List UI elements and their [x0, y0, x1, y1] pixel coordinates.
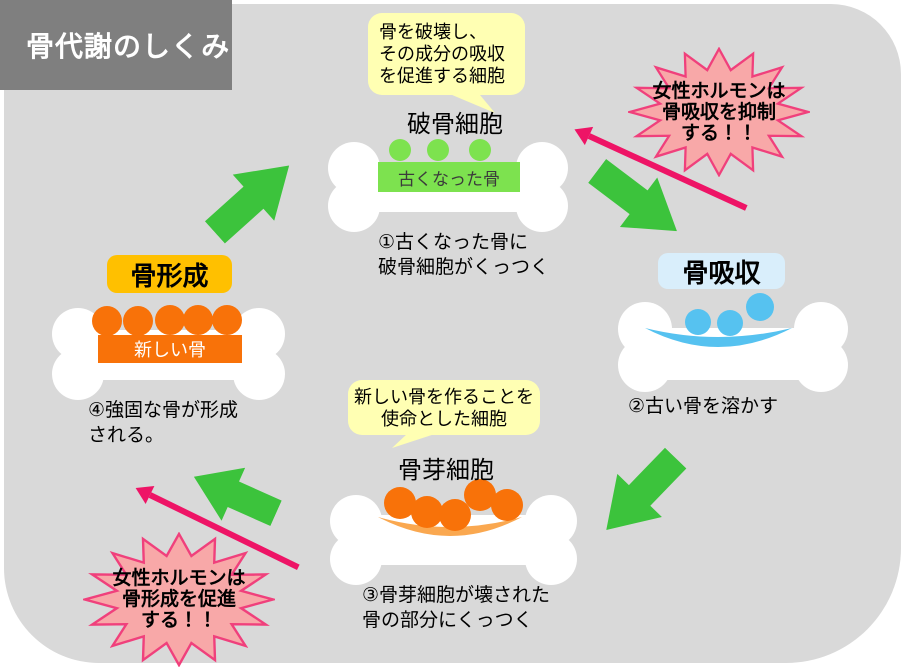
osteoclast-cell: [389, 139, 411, 161]
resorption-cell: [685, 309, 711, 335]
repairing-bone: [330, 479, 577, 585]
osteoblast-cell: [439, 499, 471, 531]
diagram-title-box: 骨代謝のしくみ: [0, 0, 232, 90]
dissolved-area-crescent: [645, 328, 792, 347]
step3-caption: ③骨芽細胞が壊された 骨の部分にくっつく: [362, 583, 550, 633]
caption-line: される。: [88, 425, 165, 446]
callout-line: を促進する細胞: [379, 66, 505, 86]
resorption-cell: [746, 293, 774, 321]
osteoclast-callout: 骨を破壊し、 その成分の吸収 を促進する細胞: [368, 13, 525, 95]
callout-line: 骨を破壊し、: [379, 22, 487, 42]
osteoblast-cell: [92, 306, 122, 336]
starburst-line: 女性ホルモンは: [112, 568, 246, 589]
starburst-line: する！！: [140, 610, 217, 631]
resorption-bone: [618, 293, 848, 392]
caption-line: ④強固な骨が形成: [88, 400, 239, 421]
step4-caption: ④強固な骨が形成 される。: [88, 398, 238, 448]
callout-line: 使命とした細胞: [381, 409, 507, 429]
osteoclast-label: 破骨細胞: [407, 111, 503, 138]
callout-line: その成分の吸収: [379, 44, 505, 64]
caption-line: ①古くなった骨に: [378, 232, 529, 253]
bone-resorption-tag: 骨吸収: [658, 253, 785, 289]
osteoblast-cell: [212, 305, 242, 335]
osteoblast-label: 骨芽細胞: [398, 457, 494, 484]
osteoblast-cell: [183, 305, 213, 335]
repair-area-crescent: [378, 517, 522, 536]
starburst-line: 女性ホルモンは: [652, 80, 786, 102]
caption-line: 骨の部分にくっつく: [362, 610, 533, 631]
old-bone: 古くなった骨: [328, 139, 568, 232]
bone-formation-label: 骨形成: [130, 260, 209, 291]
osteoblast-cell: [491, 489, 523, 521]
resorption-cell: [717, 310, 743, 336]
osteoclast-cell: [469, 139, 491, 161]
step1-caption: ①古くなった骨に 破骨細胞がくっつく: [378, 230, 549, 280]
osteoblast-cell: [411, 496, 443, 528]
starburst-line: する！！: [680, 122, 757, 144]
osteoblast-cell: [464, 479, 496, 511]
new-bone: 新しい骨: [52, 305, 285, 400]
caption-line: ②古い骨を溶かす: [628, 396, 779, 417]
step2-caption: ②古い骨を溶かす: [628, 394, 778, 419]
new-bone-label: 新しい骨: [134, 340, 206, 360]
hormone-promote-formation-starburst: 女性ホルモンは 骨形成を促進 する！！: [83, 532, 275, 667]
diagram-title: 骨代謝のしくみ: [26, 31, 231, 62]
caption-line: 破骨細胞がくっつく: [378, 257, 550, 278]
callout-line: 新しい骨を作ることを: [354, 387, 534, 407]
osteoblast-cell: [384, 487, 416, 519]
new-bone-band: 新しい骨: [98, 335, 242, 363]
hormone-inhibit-resorption-starburst: 女性ホルモンは 骨吸収を抑制 する！！: [628, 47, 810, 177]
starburst-shape: [83, 532, 275, 667]
osteoblast-cell: [155, 305, 185, 335]
caption-line: ③骨芽細胞が壊された: [362, 585, 551, 606]
bone-resorption-label: 骨吸収: [682, 257, 761, 288]
osteoblast-cell: [123, 306, 153, 336]
osteoblast-callout: 新しい骨を作ることを 使命とした細胞: [348, 380, 540, 435]
hormone-promote-formation-text: 女性ホルモンは 骨形成を促進 する！！: [83, 532, 275, 667]
old-bone-label: 古くなった骨: [398, 169, 500, 189]
starburst-shape: [628, 47, 810, 177]
starburst-line: 骨吸収を抑制: [661, 101, 776, 123]
osteoclast-cell: [427, 139, 449, 161]
starburst-line: 骨形成を促進: [121, 589, 236, 610]
hormone-inhibit-resorption-text: 女性ホルモンは 骨吸収を抑制 する！！: [628, 47, 810, 177]
bone-formation-tag: 骨形成: [107, 255, 232, 293]
old-bone-band: 古くなった骨: [378, 162, 520, 192]
